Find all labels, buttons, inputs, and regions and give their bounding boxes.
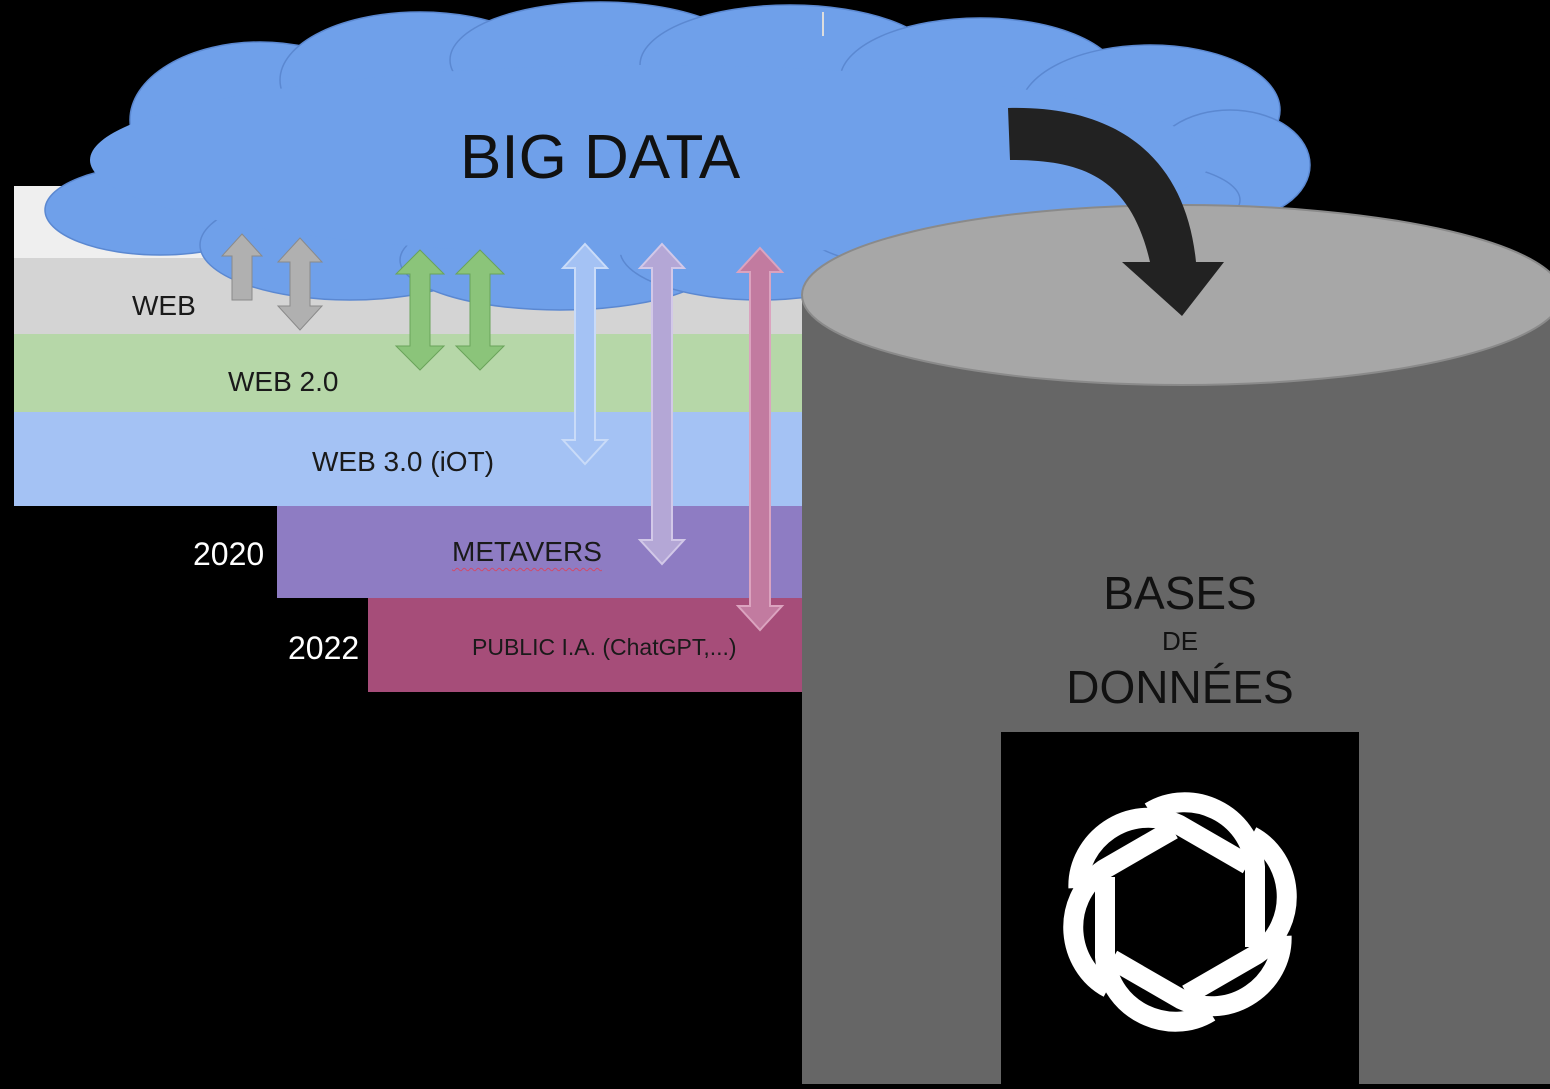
band-metavers <box>277 506 814 598</box>
label-web3: WEB 3.0 (iOT) <box>312 446 495 477</box>
web2-arrow-double-1 <box>394 249 446 371</box>
metavers-arrow-double <box>637 242 687 566</box>
label-web: WEB <box>132 290 196 321</box>
label-web2: WEB 2.0 <box>228 366 339 397</box>
web-arrow-up <box>220 233 264 301</box>
year-2022: 2022 <box>288 630 360 666</box>
db-label-de: DE <box>1161 626 1199 656</box>
cloud-shape <box>44 1 1311 311</box>
public-ia-arrow-double <box>735 246 785 632</box>
web3-arrow-double <box>560 242 610 466</box>
flow-arrow <box>1008 107 1224 316</box>
web2-arrow-double-2 <box>454 249 506 371</box>
web-arrow-double <box>276 237 324 331</box>
logo-box <box>1001 732 1359 1084</box>
label-metavers: METAVERS <box>452 536 602 567</box>
cloud-title: BIG DATA <box>460 123 741 192</box>
db-label-donnees: DONNÉES <box>1066 661 1294 713</box>
top-tick <box>822 12 824 36</box>
year-2020: 2020 <box>193 536 265 572</box>
db-label-bases: BASES <box>1103 567 1257 619</box>
openai-logo-icon <box>1063 792 1297 1032</box>
label-public-ia: PUBLIC I.A. (ChatGPT,...) <box>472 634 737 660</box>
band-public-ia <box>368 598 814 692</box>
band-web3 <box>14 412 814 506</box>
